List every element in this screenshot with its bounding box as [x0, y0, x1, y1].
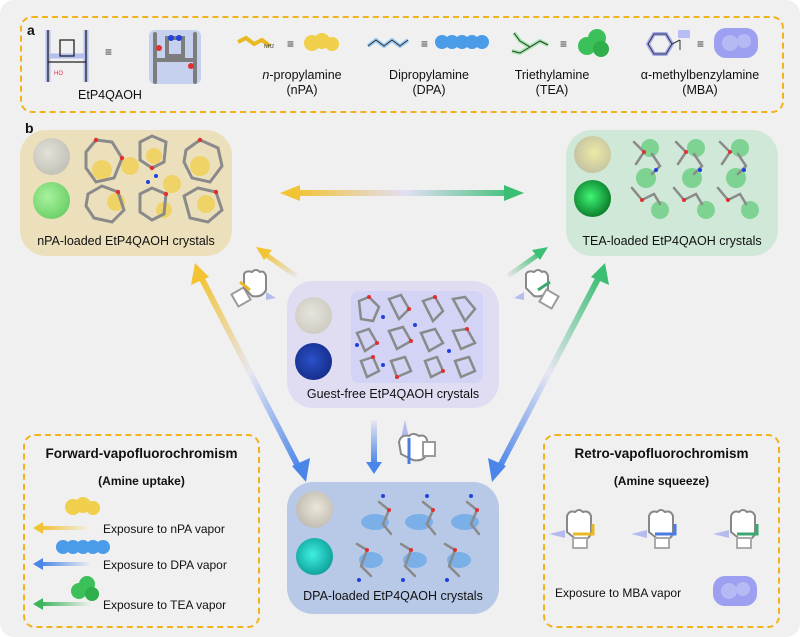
tea-name: Triethylamine(TEA): [514, 68, 590, 97]
tea-uptake-arrow: [33, 598, 91, 610]
dpa-name: Dipropylamine(DPA): [389, 68, 469, 97]
panel-a-label: a: [27, 22, 35, 38]
squeeze-hand-icon-tea: [713, 509, 759, 549]
squeeze-hand-icon-dpa: [397, 420, 436, 464]
guest-free-label: Guest-free EtP4QAOH crystals: [306, 387, 480, 401]
mba-spacefill-model: [714, 28, 758, 58]
dpa-spacefill-icon: [56, 540, 110, 554]
npa-uptake-arrow: [33, 522, 91, 534]
dpa-loaded-label: DPA-loaded EtP4QAOH crystals: [303, 589, 483, 603]
tea-fluorescence-photo: [574, 180, 611, 217]
forward-title: Forward-vapofluorochromism: [45, 446, 238, 461]
guest-free-crystal-structure: [351, 291, 483, 383]
dpa-uptake-arrow: [33, 558, 91, 570]
forward-item-npa: Exposure to nPA vapor: [103, 522, 225, 536]
squeeze-hand-icon-npa: [549, 509, 595, 549]
npa-dpa-double-arrow: [191, 263, 310, 482]
mba-skeletal-structure: [645, 30, 690, 56]
forward-subtitle: (Amine uptake): [98, 474, 185, 488]
equiv-symbol: ≡: [560, 37, 568, 51]
npa-fluorescence-photo: [33, 182, 70, 219]
host-name: EtP4QAOH: [78, 88, 142, 102]
mba-name: α-methylbenzylamine(MBA): [640, 68, 760, 97]
dpa-skeletal-structure: [366, 37, 410, 49]
guest-free-fluorescence-photo: [295, 343, 332, 380]
tea-spacefill-model: [578, 29, 609, 57]
guest-free-state: Guest-free EtP4QAOH crystals: [287, 281, 499, 408]
retro-title: Retro-vapofluorochromism: [574, 446, 749, 461]
tea-dpa-double-arrow: [488, 263, 609, 482]
tea-loaded-state: TEA-loaded EtP4QAOH crystals: [566, 130, 778, 256]
npa-skeletal-structure: NH2: [237, 35, 274, 50]
tea-skeletal-structure: [511, 31, 549, 56]
equiv-symbol: ≡: [287, 37, 295, 51]
tea-crystal-structure: [630, 139, 759, 219]
retro-vapofluorochromism-legend: Retro-vapofluorochromism (Amine squeeze)…: [543, 434, 780, 628]
guest-free-to-dpa-arrow: [366, 420, 382, 474]
guest-free-powder-photo: [295, 297, 332, 334]
npa-powder-photo: [33, 138, 70, 175]
dpa-fluorescence-photo: [296, 538, 333, 575]
dpa-crystal-structure: [355, 494, 481, 582]
panel-a-molecules: [20, 16, 784, 113]
equiv-symbol: ≡: [105, 45, 113, 59]
squeeze-hand-icon-tea: [514, 269, 560, 310]
tea-powder-photo: [574, 136, 611, 173]
mba-spacefill-icon: [713, 576, 757, 606]
npa-loaded-label: nPA-loaded EtP4QAOH crystals: [37, 234, 215, 248]
forward-vapofluorochromism-legend: Forward-vapofluorochromism (Amine uptake…: [23, 434, 260, 628]
npa-loaded-state: nPA-loaded EtP4QAOH crystals: [20, 130, 232, 256]
npa-name: n-propylamine(nPA): [262, 68, 342, 97]
panel-b-label: b: [25, 120, 34, 136]
dpa-powder-photo: [296, 491, 333, 528]
retro-subtitle: (Amine squeeze): [613, 474, 710, 488]
host-hydroxyl-label: HO: [54, 71, 63, 77]
equiv-symbol: ≡: [697, 37, 705, 51]
host-skeletal-structure: HO: [45, 30, 89, 82]
tea-loaded-label: TEA-loaded EtP4QAOH crystals: [582, 234, 762, 248]
svg-text:NH2: NH2: [264, 44, 274, 50]
guest-free-to-npa-arrow: [256, 247, 298, 279]
squeeze-hand-icon-dpa: [631, 509, 677, 549]
npa-crystal-structure: [84, 134, 224, 224]
dpa-spacefill-model: [435, 35, 489, 49]
npa-spacefill-icon: [65, 497, 100, 515]
forward-item-tea: Exposure to TEA vapor: [103, 598, 227, 612]
dpa-loaded-state: DPA-loaded EtP4QAOH crystals: [287, 482, 499, 614]
npa-spacefill-model: [304, 33, 339, 51]
squeeze-hand-icon-npa: [230, 269, 276, 308]
guest-free-to-tea-arrow: [506, 247, 548, 279]
host-3d-model: [149, 30, 201, 84]
retro-mba-exposure: Exposure to MBA vapor: [555, 586, 682, 600]
npa-tea-double-arrow: [280, 185, 524, 201]
forward-item-dpa: Exposure to DPA vapor: [103, 558, 227, 572]
tea-spacefill-icon: [71, 576, 99, 601]
equiv-symbol: ≡: [421, 37, 429, 51]
